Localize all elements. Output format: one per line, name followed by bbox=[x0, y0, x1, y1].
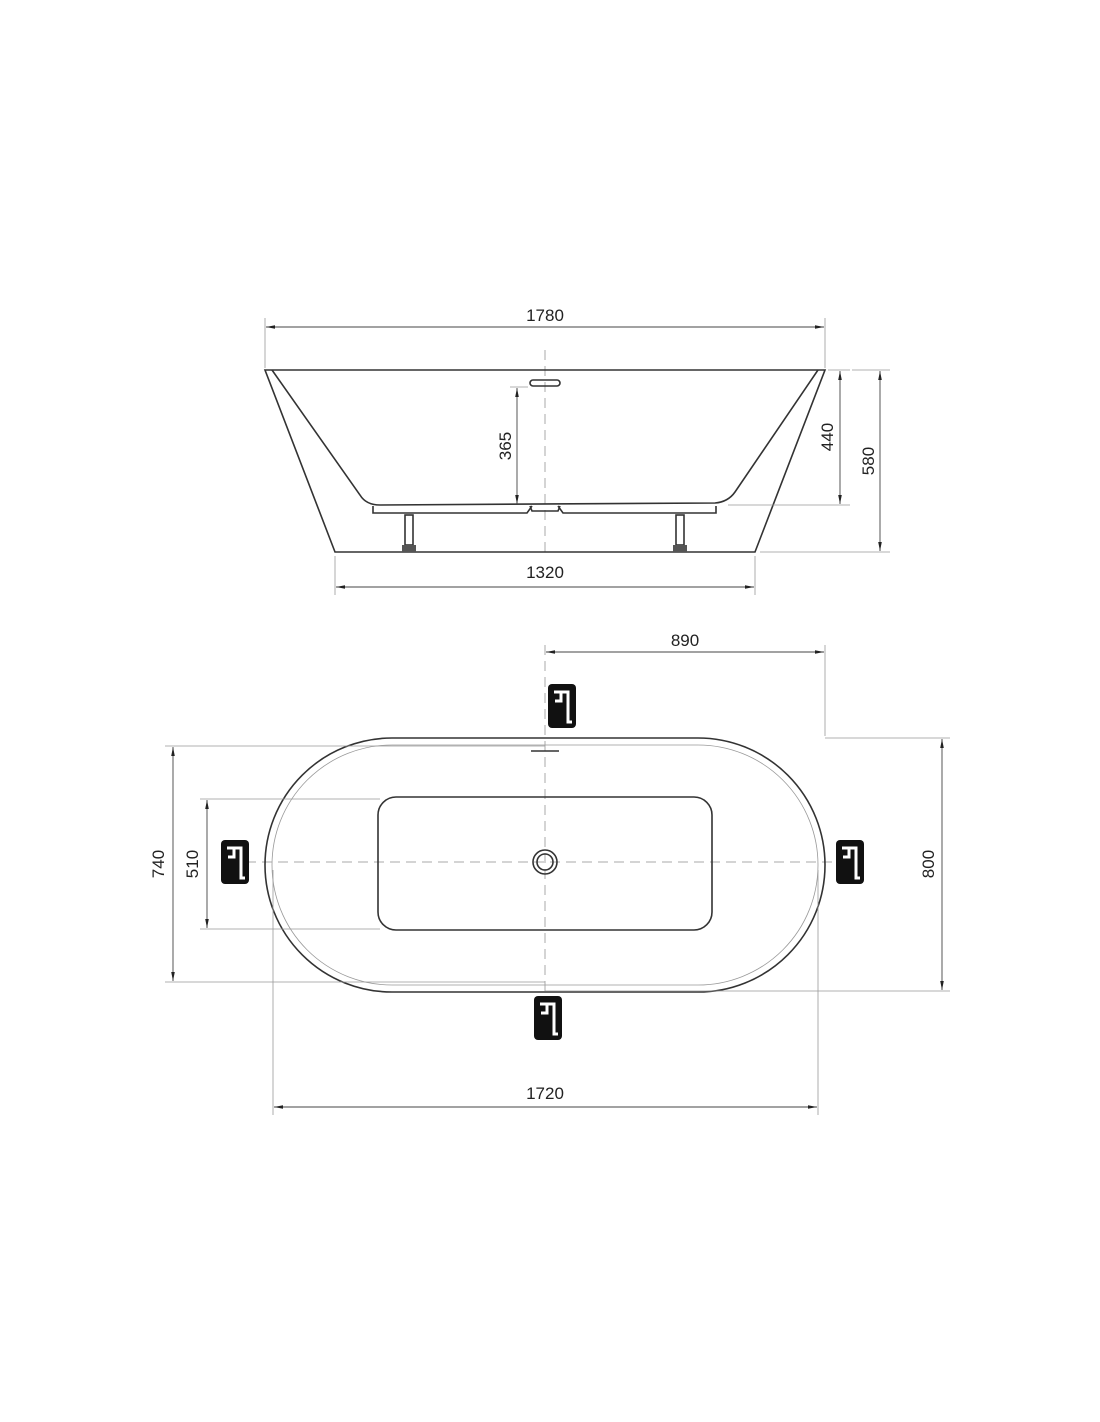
dimension-basin-width: 510 bbox=[183, 850, 202, 878]
dimension-base-length: 1320 bbox=[526, 563, 564, 582]
dimension-overall-length: 1780 bbox=[526, 306, 564, 325]
tub-outer-profile bbox=[263, 369, 827, 553]
dimension-inner-depth: 365 bbox=[496, 432, 515, 460]
tub-inner-profile bbox=[271, 369, 819, 506]
leg-right bbox=[673, 514, 687, 552]
dimension-overall-width: 800 bbox=[919, 850, 938, 878]
tub-base-frame bbox=[372, 505, 717, 514]
top-view: 890 1720 740 510 800 bbox=[149, 631, 950, 1115]
drain-icon bbox=[532, 849, 558, 875]
faucet-icon bbox=[532, 994, 564, 1042]
dimension-inner-length: 1720 bbox=[526, 1084, 564, 1103]
leg-left bbox=[402, 514, 416, 552]
tub-outer-rim bbox=[264, 737, 826, 993]
faucet-icon bbox=[219, 838, 251, 886]
overflow-icon bbox=[529, 379, 561, 387]
tub-inner-rim bbox=[271, 744, 819, 986]
dimension-rim-to-floor: 440 bbox=[818, 423, 837, 451]
dimension-faucet-offset: 890 bbox=[671, 631, 699, 650]
dimension-inner-width: 740 bbox=[149, 850, 168, 878]
faucet-icon bbox=[834, 838, 866, 886]
faucet-icon bbox=[546, 682, 578, 730]
tub-basin bbox=[377, 796, 713, 931]
side-view: 1780 1320 365 440 580 bbox=[263, 306, 890, 595]
dimension-overall-height: 580 bbox=[859, 447, 878, 475]
